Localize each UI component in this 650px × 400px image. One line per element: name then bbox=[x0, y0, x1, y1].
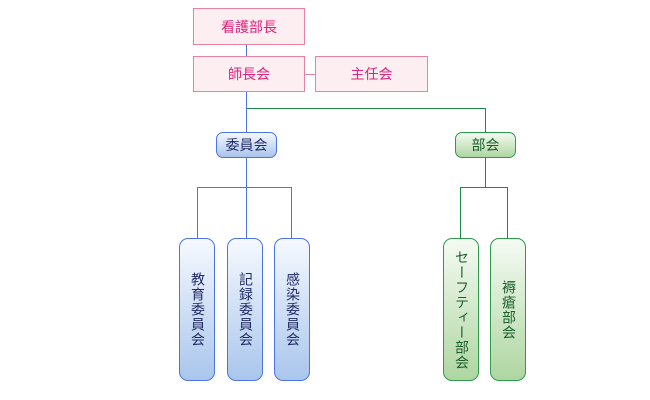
node-label: 感染委員会 bbox=[284, 272, 300, 347]
connector-section-2 bbox=[507, 187, 508, 238]
node-records-committee: 記録委員会 bbox=[227, 238, 263, 381]
connector-committees-h bbox=[197, 187, 292, 188]
node-head-nurse-council: 師長会 bbox=[193, 56, 305, 92]
node-label: 師長会 bbox=[228, 67, 270, 83]
connector-committee-3 bbox=[291, 187, 292, 238]
connector-committees-down bbox=[246, 158, 247, 238]
node-label: 主任会 bbox=[350, 67, 393, 83]
node-nursing-director: 看護部長 bbox=[193, 8, 305, 45]
node-label: 部会 bbox=[471, 138, 500, 154]
node-label: セーフティー部会 bbox=[453, 249, 469, 370]
node-sections: 部会 bbox=[455, 132, 516, 158]
connector-committee-1 bbox=[197, 187, 198, 238]
node-infection-committee: 感染委員会 bbox=[274, 238, 310, 381]
node-label: 記録委員会 bbox=[237, 272, 253, 347]
node-label: 褥瘡部会 bbox=[500, 279, 516, 340]
connector-sections-h bbox=[460, 187, 508, 188]
node-label: 看護部長 bbox=[221, 19, 277, 36]
node-label: 教育委員会 bbox=[189, 272, 205, 347]
node-pressure-ulcer-section: 褥瘡部会 bbox=[490, 238, 526, 381]
node-committees: 委員会 bbox=[216, 132, 277, 158]
connector-section-1 bbox=[460, 187, 461, 238]
node-chief-nurse-council: 主任会 bbox=[315, 56, 428, 92]
node-label: 委員会 bbox=[225, 138, 268, 154]
connector-branch-sections-v bbox=[485, 108, 486, 132]
connector-branch-sections-h bbox=[247, 108, 486, 109]
connector-head-council bbox=[246, 45, 247, 56]
connector-sections-down bbox=[485, 158, 486, 188]
node-education-committee: 教育委員会 bbox=[179, 238, 215, 381]
node-safety-section: セーフティー部会 bbox=[443, 238, 479, 381]
connector-council-chief bbox=[305, 74, 315, 75]
connector-council-committees bbox=[246, 92, 247, 132]
